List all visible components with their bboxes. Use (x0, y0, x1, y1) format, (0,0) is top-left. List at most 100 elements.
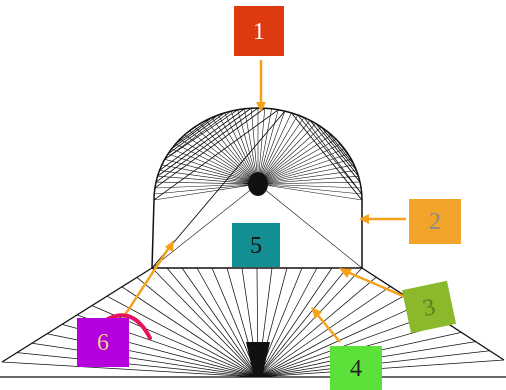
dome-ray (291, 112, 363, 201)
focus-spoke (250, 108, 259, 185)
dome-outline (151, 107, 363, 269)
focus-spoke (189, 130, 259, 185)
label-6-arc-marker (104, 313, 152, 340)
arrowhead-2 (359, 214, 369, 224)
focus-spoke (257, 109, 279, 185)
focus-spoke (257, 139, 337, 185)
label-box-1: 1 (234, 6, 284, 56)
focus-spoke (205, 120, 259, 185)
label-box-6: 6 (77, 318, 129, 367)
focus-spoke (199, 123, 259, 185)
label-3-text: 3 (421, 294, 438, 322)
label-6-text: 6 (97, 330, 109, 356)
focus-spoke (157, 175, 259, 185)
dome-focus-core (248, 172, 268, 196)
fan-ray (257, 267, 318, 378)
label-4-box (330, 346, 382, 390)
label-5-text: 5 (250, 233, 262, 259)
dome-ray (326, 130, 355, 166)
arrowhead-3 (339, 268, 352, 278)
fan-ray (166, 267, 259, 378)
dome-ray (321, 126, 357, 171)
label-2-box (409, 199, 461, 244)
focus-spoke (211, 117, 259, 185)
focus-spoke (164, 159, 259, 185)
focus-spoke (184, 134, 259, 185)
arrowhead-6 (165, 240, 174, 252)
focus-spoke (179, 139, 259, 185)
focus-spoke (257, 148, 345, 185)
label-6-box (77, 318, 129, 367)
focus-spoke (257, 108, 266, 185)
label-box-4: 4 (330, 346, 382, 390)
focus-spoke (257, 108, 272, 185)
focus-spoke (257, 114, 299, 185)
focus-spoke (257, 134, 332, 185)
label-2-text: 2 (429, 209, 441, 235)
focus-spoke (257, 183, 363, 201)
label-box-5: 5 (232, 223, 280, 267)
fan-ray (257, 267, 333, 378)
focus-spoke (217, 114, 259, 185)
label-5-box (232, 223, 280, 267)
dome-ray (164, 110, 232, 160)
fan-ray (257, 295, 405, 378)
arrowhead-1 (256, 102, 266, 112)
left-sloped-line (1, 267, 153, 363)
fan-ray (181, 267, 259, 378)
fan-ray (91, 305, 259, 378)
focus-spoke (257, 120, 311, 185)
dome-ray (159, 108, 245, 171)
focus-spoke (257, 123, 317, 185)
dome-ray (309, 120, 361, 183)
dome-ray (171, 114, 219, 150)
fan-ray (106, 295, 259, 378)
focus-spoke (257, 130, 327, 185)
dome-ray (175, 117, 213, 145)
focus-spoke (154, 183, 259, 195)
dome-ray (167, 112, 225, 155)
focus-spoke (224, 112, 259, 185)
focus-spoke (257, 110, 286, 185)
label-box-2: 2 (409, 199, 461, 244)
label-1-text: 1 (253, 19, 265, 45)
fan-ray (257, 276, 377, 378)
label-3-box (401, 280, 457, 334)
fan-ray (257, 267, 348, 378)
fan-focus-core (246, 342, 270, 377)
focus-spoke (257, 170, 357, 185)
fan-ray (1, 361, 259, 378)
fan-ray (121, 286, 259, 378)
label-4-text: 4 (350, 356, 362, 382)
focus-spoke (257, 126, 322, 185)
fan-ray (196, 267, 259, 378)
focus-spoke (257, 159, 352, 185)
focus-spoke (257, 153, 349, 185)
focus-spoke (159, 170, 259, 185)
fan-ray (151, 267, 259, 378)
focus-spoke (154, 183, 259, 189)
focus-spoke (230, 110, 259, 185)
focus-spoke (167, 153, 259, 185)
focus-spoke (257, 117, 305, 185)
label-1-box (234, 6, 284, 56)
focus-spoke (257, 112, 292, 185)
focus-spoke (257, 183, 362, 189)
pointer-arrows (121, 60, 411, 343)
arrow-3 (344, 269, 411, 301)
dome-ray (153, 109, 279, 201)
focus-spoke (257, 143, 341, 185)
focus-spoke (237, 109, 259, 185)
dome-ray (297, 114, 363, 195)
arrow-4 (315, 312, 341, 343)
focus-spoke (257, 183, 363, 269)
dome-ray (155, 107, 259, 183)
focus-spoke (257, 181, 361, 185)
fan-ray (136, 277, 259, 378)
focus-spoke (257, 164, 355, 185)
fan-ray (257, 286, 391, 378)
focus-spoke (257, 175, 359, 185)
dome-ray (315, 123, 359, 177)
focus-spoke (153, 183, 259, 201)
